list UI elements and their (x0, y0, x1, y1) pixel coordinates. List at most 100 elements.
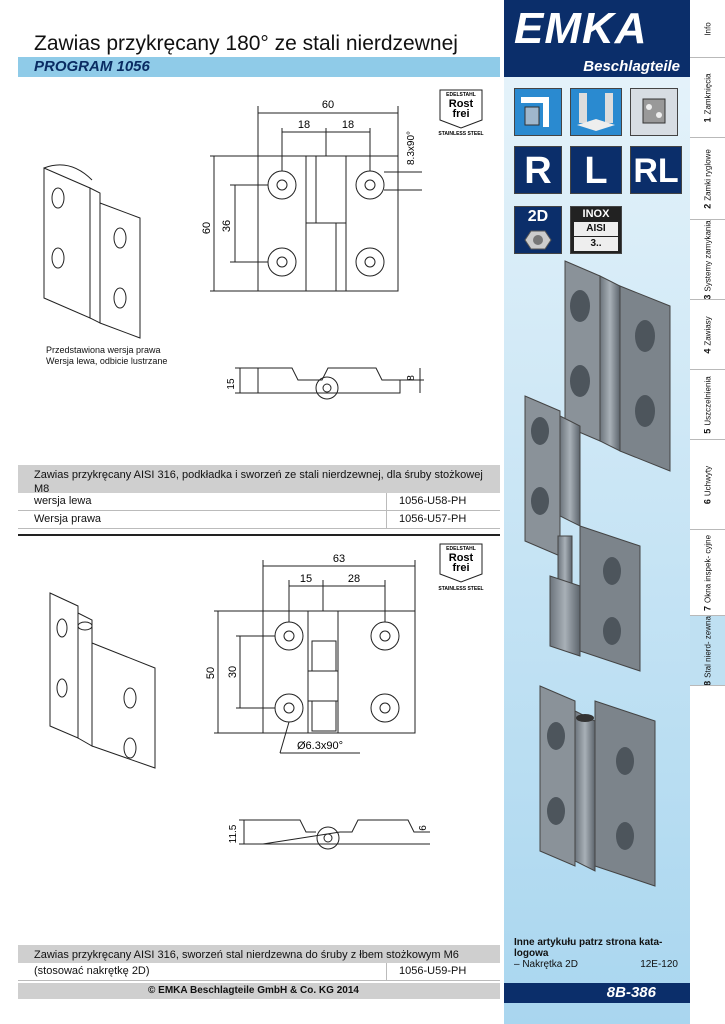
category-bar: Beschlagteile (504, 57, 690, 77)
inox-aisi-icon: INOX AISI 3.. (570, 206, 622, 254)
page-title: Zawias przykręcany 180° ze stali nierdze… (34, 32, 458, 55)
badge-line3: frei (452, 108, 469, 120)
tab-okna[interactable]: 7 Okna inspek- cyjne (690, 529, 725, 615)
dim-side-height: 11.5 (228, 824, 239, 843)
tab-number: 2 (702, 203, 712, 209)
tab-label: Zamki ryglowe (703, 148, 712, 201)
note-line-1: Przedstawiona wersja prawa (46, 345, 161, 355)
note-line-2: Wersja lewa, odbicie lustrzane (46, 356, 168, 366)
dim-side-thickness: 8 (406, 375, 417, 381)
tab-zawiasy[interactable]: 4 Zawiasy (690, 299, 725, 369)
dim-total: 60 (322, 99, 334, 111)
page-number-bar: 8B-386 (504, 983, 690, 1003)
table-row[interactable]: Wersja prawa 1056-U57-PH (18, 511, 500, 529)
section1-title: Zawias przykręcany AISI 316, podkładka i… (18, 465, 500, 495)
dim-side-height: 15 (226, 378, 237, 390)
row-label: wersja lewa (34, 495, 92, 507)
aisi-number: 3.. (574, 237, 618, 251)
dim-height: 50 (205, 667, 217, 679)
dim-left: 18 (298, 119, 310, 131)
dim-left: 15 (300, 573, 312, 585)
article-code: 1056-U58-PH (399, 495, 467, 507)
hinge-3d-renders (524, 260, 671, 887)
tab-systemy[interactable]: 3Systemy zamykania (690, 219, 725, 299)
right-left-version-icon: RL (630, 146, 682, 194)
technical-drawing-2: 63 15 28 50 30 Ø6.3x90° 11.5 6 (49, 553, 430, 850)
tab-label: Uszczelnienia (703, 375, 712, 426)
right-version-icon: R (514, 146, 562, 194)
stainless-badge: EDELSTAHL Rost frei STAINLESS STEEL (438, 543, 484, 592)
tab-number: 1 (702, 116, 712, 122)
hinge-render-m6 (539, 685, 656, 887)
tab-label: Uchwyty (703, 465, 712, 496)
tab-label: Zamknięcia (703, 73, 712, 114)
dim-countersink: 8.3x90° (406, 131, 417, 165)
tab-number: 4 (702, 348, 712, 354)
flush-mount-icon (514, 88, 562, 136)
tab-zamki-ryglowe[interactable]: 2 Zamki ryglowe (690, 137, 725, 219)
left-version-icon: L (570, 146, 622, 194)
tab-label: Stal nierd- zewna (703, 615, 712, 678)
column-divider (386, 493, 387, 511)
nut-2d-icon: 2D (514, 206, 562, 254)
other-articles-heading: Inne artykułu patrz strona kata- logowa (514, 937, 663, 959)
article-code: 1056-U59-PH (399, 965, 467, 977)
program-label: PROGRAM 1056 (34, 58, 150, 75)
inox-label: INOX (582, 208, 610, 220)
dim-right: 28 (348, 573, 360, 585)
dim-right: 18 (342, 119, 354, 131)
category-label: Beschlagteile (583, 58, 680, 75)
brand-text: EMKA (514, 4, 648, 53)
hinge-render-disassembled (524, 395, 641, 672)
tab-number: 5 (702, 428, 712, 434)
aisi-label: AISI (574, 222, 618, 236)
mounting-screws-icon (630, 88, 678, 136)
other-articles-note: Inne artykułu patrz strona kata- logowa … (514, 937, 684, 971)
badge-line1: EDELSTAHL (446, 546, 476, 552)
badge-line4: STAINLESS STEEL (438, 131, 483, 136)
stainless-badge: EDELSTAHL Rost frei STAINLESS STEEL (438, 89, 484, 136)
column-divider (386, 963, 387, 981)
emka-logo: EMKA (504, 0, 690, 57)
row-label: Wersja prawa (34, 513, 102, 525)
tab-number: 7 (702, 605, 712, 611)
badge-line1: EDELSTAHL (446, 92, 476, 98)
nut-2d-label: 2D (527, 208, 549, 225)
tab-filler (690, 685, 725, 1024)
dim-side-thickness: 6 (418, 825, 429, 831)
hinge-render-closed (564, 260, 671, 472)
dim-height: 60 (201, 222, 213, 234)
tab-uszczelnienia[interactable]: 5 Uszczelnienia (690, 369, 725, 439)
dim-countersink: Ø6.3x90° (297, 740, 343, 752)
copyright: © EMKA Beschlagteile GmbH & Co. KG 2014 (148, 985, 359, 996)
footer-bar: © EMKA Beschlagteile GmbH & Co. KG 2014 (18, 983, 500, 999)
badge-line2: Rost (449, 552, 474, 564)
item-page-ref: 12E-120 (640, 959, 678, 970)
tab-label: Okna inspek- cyjne (703, 534, 712, 603)
hinge-open-icon (570, 88, 622, 136)
technical-drawing-1: 60 18 18 60 36 8.3x90° 15 8 (43, 99, 424, 400)
badge-line3: frei (452, 562, 469, 574)
tab-uchwyty[interactable]: 6 Uchwyty (690, 439, 725, 529)
tab-stal-nierdzewna[interactable]: 8Stal nierd- zewna (690, 615, 725, 685)
section-divider (18, 534, 500, 536)
article-code: 1056-U57-PH (399, 513, 467, 525)
badge-line2: Rost (449, 98, 474, 110)
tab-zamkniecia[interactable]: 1 Zamknięcia (690, 57, 725, 137)
table-row[interactable]: (stosować nakrętkę 2D) 1056-U59-PH (18, 963, 500, 981)
page-number: 8B-386 (606, 984, 656, 1001)
badge-line4: STAINLESS STEEL (438, 586, 483, 592)
dim-total: 63 (333, 553, 345, 565)
tab-info-label: Info (703, 21, 712, 36)
program-bar: PROGRAM 1056 (18, 57, 500, 77)
tab-label: Zawiasy (703, 315, 712, 346)
table-row[interactable]: wersja lewa 1056-U58-PH (18, 493, 500, 511)
tab-info[interactable]: Info (690, 0, 725, 57)
dim-hole-spacing: 30 (227, 666, 239, 678)
column-divider (386, 511, 387, 529)
tab-number: 6 (702, 498, 712, 504)
item-label: – Nakrętka 2D (514, 959, 578, 970)
version-note: Przedstawiona wersja prawa Wersja lewa, … (46, 345, 167, 367)
list-item[interactable]: – Nakrętka 2D 12E-120 (514, 959, 684, 971)
row-label: (stosować nakrętkę 2D) (34, 965, 150, 977)
